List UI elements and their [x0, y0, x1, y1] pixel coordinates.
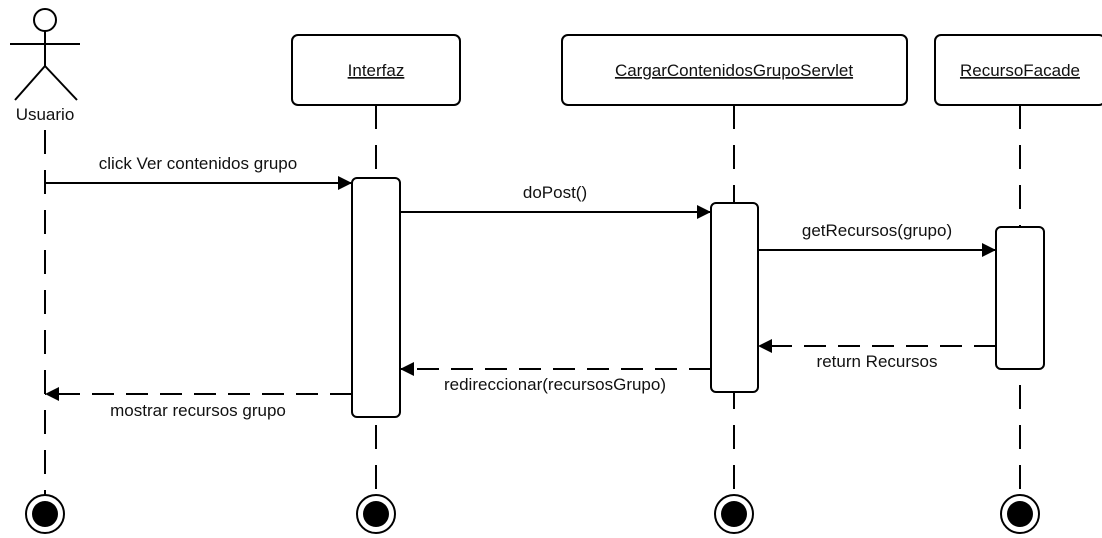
message-click-ver-contenidos: click Ver contenidos grupo [45, 154, 352, 190]
message-label: mostrar recursos grupo [110, 401, 286, 420]
message-label: return Recursos [817, 352, 938, 371]
activation-servlet [710, 202, 759, 393]
message-redireccionar: redireccionar(recursosGrupo) [400, 362, 711, 394]
participant-interfaz: Interfaz [291, 34, 461, 106]
end-interfaz [356, 494, 396, 534]
activation-interfaz [351, 177, 401, 418]
message-mostrar-recursos: mostrar recursos grupo [45, 387, 352, 420]
end-servlet [714, 494, 754, 534]
end-inner-dot [721, 501, 747, 527]
message-dopost: doPost() [400, 183, 711, 219]
actor-usuario: Usuario [10, 8, 80, 124]
end-usuario [25, 494, 65, 534]
end-recursofacade [1000, 494, 1040, 534]
end-inner-dot [1007, 501, 1033, 527]
message-label: redireccionar(recursosGrupo) [444, 375, 666, 394]
participant-label: Interfaz [348, 61, 405, 80]
activation-recursofacade [995, 226, 1045, 370]
participant-label: RecursoFacade [960, 61, 1080, 80]
participant-servlet: CargarContenidosGrupoServlet [561, 34, 908, 106]
message-label: click Ver contenidos grupo [99, 154, 297, 173]
end-inner-dot [32, 501, 58, 527]
actor-label: Usuario [16, 105, 75, 124]
participant-recursofacade: RecursoFacade [934, 34, 1102, 106]
participant-label: CargarContenidosGrupoServlet [615, 61, 853, 80]
message-label: doPost() [523, 183, 587, 202]
end-inner-dot [363, 501, 389, 527]
actor-left-leg [14, 65, 46, 101]
message-getrecursos: getRecursos(grupo) [758, 221, 996, 257]
message-return-recursos: return Recursos [758, 339, 996, 371]
actor-right-leg [44, 65, 78, 101]
actor-head [33, 8, 57, 32]
message-label: getRecursos(grupo) [802, 221, 952, 240]
